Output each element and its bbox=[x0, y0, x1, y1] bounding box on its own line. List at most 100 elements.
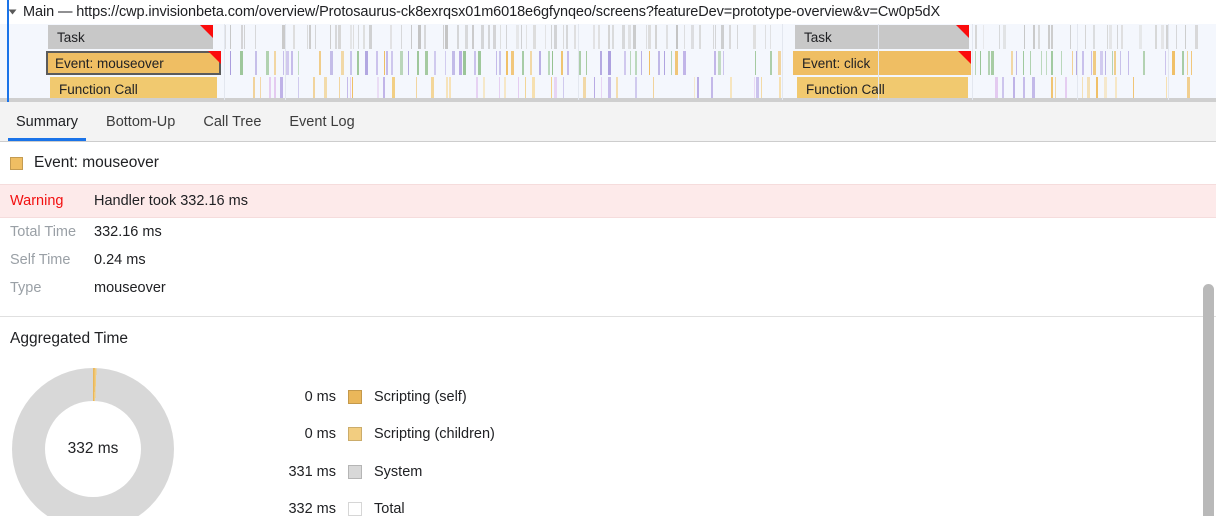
flame-micro-event[interactable] bbox=[339, 77, 340, 101]
flame-micro-event[interactable] bbox=[1091, 51, 1092, 75]
flame-micro-event[interactable] bbox=[338, 25, 341, 49]
flame-micro-event[interactable] bbox=[463, 51, 466, 75]
flame-micro-event[interactable] bbox=[472, 25, 474, 49]
flame-micro-event[interactable] bbox=[476, 77, 478, 101]
flame-micro-event[interactable] bbox=[1046, 51, 1047, 75]
flame-micro-event[interactable] bbox=[1182, 51, 1184, 75]
flame-micro-event[interactable] bbox=[1128, 51, 1129, 75]
flame-micro-event[interactable] bbox=[253, 77, 255, 101]
flame-micro-event[interactable] bbox=[1176, 25, 1177, 49]
flame-micro-event[interactable] bbox=[352, 77, 353, 101]
flame-micro-event[interactable] bbox=[313, 77, 315, 101]
flame-micro-event[interactable] bbox=[1003, 25, 1006, 49]
flame-micro-event[interactable] bbox=[357, 51, 359, 75]
flame-micro-event[interactable] bbox=[506, 25, 507, 49]
flame-micro-event[interactable] bbox=[641, 51, 642, 75]
flame-micro-event[interactable] bbox=[608, 25, 610, 49]
flame-micro-event[interactable] bbox=[715, 25, 716, 49]
flame-micro-event[interactable] bbox=[548, 51, 550, 75]
flame-micro-event[interactable] bbox=[526, 25, 527, 49]
flame-micro-event[interactable] bbox=[586, 51, 587, 75]
flame-micro-event[interactable] bbox=[649, 51, 650, 75]
flame-micro-event[interactable] bbox=[452, 51, 455, 75]
flame-micro-event[interactable] bbox=[1165, 51, 1166, 75]
flame-micro-event[interactable] bbox=[401, 25, 402, 49]
flame-micro-event[interactable] bbox=[551, 25, 552, 49]
flame-micro-event[interactable] bbox=[723, 51, 724, 75]
flame-bar-event-click[interactable]: Event: click bbox=[793, 51, 971, 75]
flame-micro-event[interactable] bbox=[363, 25, 365, 49]
flame-micro-event[interactable] bbox=[341, 51, 344, 75]
flame-micro-event[interactable] bbox=[566, 25, 568, 49]
flame-micro-event[interactable] bbox=[770, 51, 772, 75]
flame-micro-event[interactable] bbox=[511, 51, 514, 75]
flame-micro-event[interactable] bbox=[518, 77, 519, 101]
flame-micro-event[interactable] bbox=[754, 77, 755, 101]
flame-micro-event[interactable] bbox=[612, 25, 614, 49]
flame-micro-event[interactable] bbox=[446, 77, 448, 101]
flame-micro-event[interactable] bbox=[755, 51, 756, 75]
flame-micro-event[interactable] bbox=[713, 25, 714, 49]
flame-micro-event[interactable] bbox=[274, 51, 276, 75]
flame-micro-event[interactable] bbox=[1002, 77, 1004, 101]
flame-micro-event[interactable] bbox=[319, 51, 321, 75]
flame-micro-event[interactable] bbox=[1121, 25, 1123, 49]
flame-micro-event[interactable] bbox=[445, 51, 446, 75]
flame-micro-event[interactable] bbox=[655, 25, 657, 49]
flame-micro-event[interactable] bbox=[416, 77, 417, 101]
flame-micro-event[interactable] bbox=[291, 51, 293, 75]
flame-micro-event[interactable] bbox=[1041, 51, 1042, 75]
flame-micro-event[interactable] bbox=[449, 77, 451, 101]
flame-micro-event[interactable] bbox=[545, 25, 546, 49]
flame-micro-event[interactable] bbox=[425, 51, 428, 75]
flame-micro-event[interactable] bbox=[335, 25, 337, 49]
flame-micro-event[interactable] bbox=[532, 77, 535, 101]
flame-bar-event-mouseover[interactable]: Event: mouseover bbox=[46, 51, 221, 75]
flame-micro-event[interactable] bbox=[525, 77, 526, 101]
tab-call-tree[interactable]: Call Tree bbox=[203, 113, 262, 130]
flame-micro-event[interactable] bbox=[309, 25, 311, 49]
flame-micro-event[interactable] bbox=[1093, 51, 1096, 75]
flame-micro-event[interactable] bbox=[995, 77, 998, 101]
flame-micro-event[interactable] bbox=[224, 25, 226, 49]
flame-micro-event[interactable] bbox=[500, 25, 501, 49]
flame-micro-event[interactable] bbox=[488, 25, 490, 49]
flame-micro-event[interactable] bbox=[1065, 77, 1067, 101]
flame-micro-event[interactable] bbox=[1023, 51, 1024, 75]
flame-micro-event[interactable] bbox=[1120, 51, 1121, 75]
flame-micro-event[interactable] bbox=[730, 77, 732, 101]
flame-micro-event[interactable] bbox=[384, 51, 385, 75]
flame-micro-event[interactable] bbox=[392, 77, 395, 101]
flame-chart-row-event[interactable]: Event: mouseover Event: click bbox=[0, 50, 1216, 76]
flame-micro-event[interactable] bbox=[365, 51, 368, 75]
flame-micro-event[interactable] bbox=[671, 51, 672, 75]
flame-micro-event[interactable] bbox=[350, 77, 351, 101]
flame-micro-event[interactable] bbox=[583, 77, 586, 101]
flame-micro-event[interactable] bbox=[664, 51, 665, 75]
flame-micro-event[interactable] bbox=[1115, 77, 1117, 101]
flame-micro-event[interactable] bbox=[260, 77, 261, 101]
flame-micro-event[interactable] bbox=[578, 51, 581, 75]
flame-micro-event[interactable] bbox=[266, 51, 269, 75]
flame-micro-event[interactable] bbox=[230, 51, 231, 75]
flame-micro-event[interactable] bbox=[721, 25, 724, 49]
flame-micro-event[interactable] bbox=[499, 77, 500, 101]
flame-micro-event[interactable] bbox=[574, 25, 576, 49]
tab-bottom-up[interactable]: Bottom-Up bbox=[106, 113, 176, 130]
flame-micro-event[interactable] bbox=[779, 77, 781, 101]
flame-micro-event[interactable] bbox=[1051, 51, 1053, 75]
flame-micro-event[interactable] bbox=[622, 25, 625, 49]
flame-micro-event[interactable] bbox=[616, 77, 618, 101]
flame-micro-event[interactable] bbox=[676, 25, 678, 49]
flame-micro-event[interactable] bbox=[324, 77, 327, 101]
flame-micro-event[interactable] bbox=[400, 51, 403, 75]
flame-micro-event[interactable] bbox=[255, 25, 256, 49]
flame-micro-event[interactable] bbox=[737, 25, 738, 49]
flame-micro-event[interactable] bbox=[633, 25, 636, 49]
flame-micro-event[interactable] bbox=[567, 51, 569, 75]
flame-micro-event[interactable] bbox=[274, 77, 276, 101]
flame-micro-event[interactable] bbox=[1051, 77, 1053, 101]
flame-micro-event[interactable] bbox=[240, 51, 243, 75]
